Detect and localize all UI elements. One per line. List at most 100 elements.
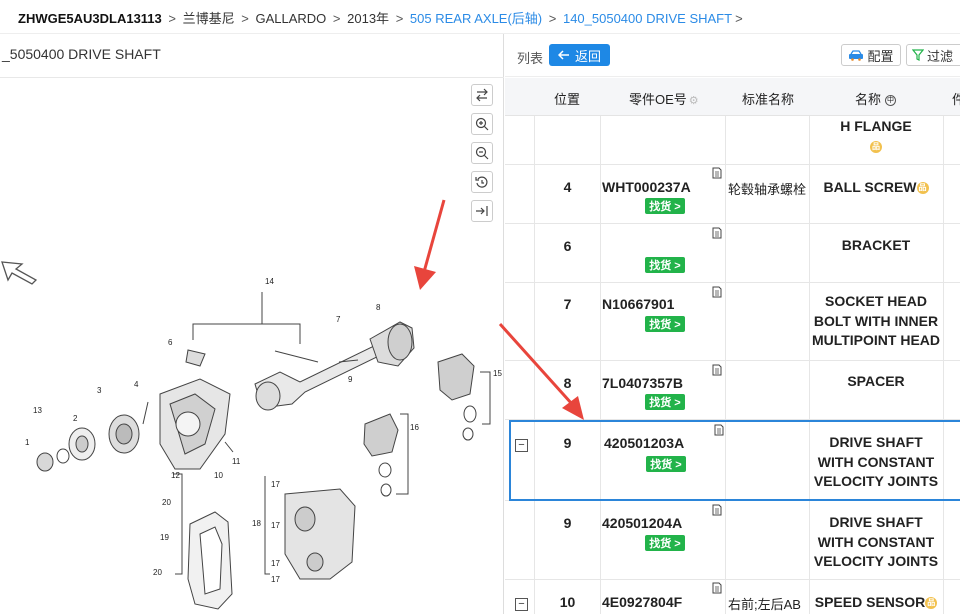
part-name: DRIVE SHAFT WITH CONSTANT VELOCITY JOINT… — [813, 514, 939, 569]
table-row[interactable]: 7 N10667901 找货 > SOCKET HEAD BOLT WITH I… — [505, 283, 960, 361]
collapse-row-button[interactable]: − — [515, 598, 528, 611]
filter-button-label: 过滤 — [927, 48, 954, 64]
callout-12[interactable]: 12 — [171, 471, 180, 480]
callout-16[interactable]: 16 — [410, 423, 419, 432]
breadcrumb-separator: > — [241, 11, 249, 26]
callout-20[interactable]: 20 — [153, 568, 162, 577]
callout-4[interactable]: 4 — [134, 380, 139, 389]
callout-9[interactable]: 9 — [348, 375, 353, 384]
breadcrumb-subgroup[interactable]: 140_5050400 DRIVE SHAFT — [562, 11, 733, 26]
config-button[interactable]: 配置 — [841, 44, 901, 66]
part-oe-number[interactable]: 420501203A — [604, 435, 685, 451]
callout-17[interactable]: 17 — [271, 521, 280, 530]
table-row[interactable]: 9 420501204A 找货 > DRIVE SHAFT WITH CONST… — [505, 501, 960, 580]
find-goods-button[interactable]: 找货 > — [645, 198, 685, 214]
part-name: DRIVE SHAFT WITH CONSTANT VELOCITY JOINT… — [813, 434, 939, 489]
document-icon[interactable] — [712, 227, 722, 239]
filter-button[interactable]: 过滤 — [906, 44, 960, 66]
part-position: 9 — [563, 515, 572, 531]
column-header-quantity[interactable]: 件 — [952, 92, 960, 107]
callout-17[interactable]: 17 — [271, 575, 280, 584]
settings-icon[interactable]: ⚙ — [688, 95, 699, 107]
callout-18[interactable]: 18 — [252, 519, 261, 528]
callout-11[interactable]: 11 — [232, 457, 241, 466]
column-header-standard-name[interactable]: 标准名称 — [742, 92, 795, 107]
part-name: SOCKET HEAD BOLT WITH INNER MULTIPOINT H… — [811, 293, 941, 348]
table-row[interactable]: 6 找货 > BRACKET — [505, 224, 960, 283]
part-position: 8 — [563, 375, 572, 391]
part-name: SPACER — [847, 373, 905, 389]
part-oe-number[interactable]: N10667901 — [602, 296, 675, 312]
column-header-name[interactable]: 名称中 — [855, 89, 897, 108]
exploded-parts-diagram[interactable]: 14 6 7 8 9 4 3 13 2 1 12 10 11 15 16 17 … — [0, 244, 510, 614]
find-goods-button[interactable]: 找货 > — [645, 394, 685, 410]
table-row-selected[interactable]: − 9 420501203A 找货 > DRIVE SHAFT WITH CON… — [505, 420, 960, 501]
part-position: 10 — [559, 594, 576, 610]
column-header-position[interactable]: 位置 — [554, 92, 581, 107]
column-header-oe-number[interactable]: 零件OE号⚙ — [629, 89, 699, 108]
callout-13[interactable]: 13 — [33, 406, 42, 415]
find-goods-button[interactable]: 找货 > — [646, 456, 686, 472]
find-goods-button[interactable]: 找货 > — [645, 316, 685, 332]
swap-icon[interactable] — [471, 84, 493, 106]
callout-19[interactable]: 19 — [160, 533, 169, 542]
breadcrumb-brand[interactable]: 兰博基尼 — [182, 11, 235, 26]
breadcrumb-separator: > — [395, 11, 404, 26]
column-header-oe-label: 零件OE号 — [629, 92, 687, 107]
coin-icon[interactable]: 品 — [916, 182, 929, 195]
callout-7[interactable]: 7 — [336, 315, 341, 324]
zoom-in-icon[interactable] — [471, 113, 493, 135]
callout-1[interactable]: 1 — [25, 438, 30, 447]
table-row[interactable]: 8 7L0407357B 找货 > SPACER — [505, 361, 960, 420]
part-position: 7 — [563, 296, 572, 312]
document-icon[interactable] — [712, 364, 722, 376]
breadcrumb-vin[interactable]: ZHWGE5AU3DLA13113 — [18, 11, 162, 26]
part-position: 4 — [563, 179, 572, 195]
part-oe-number[interactable]: WHT000237A — [602, 179, 691, 195]
part-oe-number[interactable]: 420501204A — [602, 515, 683, 531]
breadcrumb-separator: > — [735, 11, 743, 26]
breadcrumb-group[interactable]: 505 REAR AXLE(后轴) — [409, 11, 543, 26]
translate-icon[interactable]: 中 — [885, 95, 897, 107]
part-oe-number[interactable]: 7L0407357B — [602, 375, 683, 391]
parts-list-panel: 列表 返回 配置 过滤 位置 零件OE号⚙ 标准名称 名称中 件 H FLANG… — [505, 34, 960, 614]
document-icon[interactable] — [712, 504, 722, 516]
document-icon[interactable] — [712, 167, 722, 179]
callout-8[interactable]: 8 — [376, 303, 381, 312]
callout-20[interactable]: 20 — [162, 498, 171, 507]
back-button[interactable]: 返回 — [549, 44, 610, 66]
callout-10[interactable]: 10 — [214, 471, 223, 480]
callout-14[interactable]: 14 — [265, 277, 274, 286]
breadcrumb-model[interactable]: GALLARDO — [255, 11, 327, 26]
callout-17[interactable]: 17 — [271, 480, 280, 489]
diagram-toolbar — [471, 84, 495, 229]
zoom-out-icon[interactable] — [471, 142, 493, 164]
coin-icon[interactable]: 品 — [925, 597, 938, 610]
pan-arrow-icon — [1, 261, 38, 285]
part-standard-name: 轮毂轴承螺栓 — [728, 182, 807, 197]
reset-icon[interactable] — [471, 171, 493, 193]
collapse-row-button[interactable]: − — [515, 439, 528, 452]
document-icon[interactable] — [712, 286, 722, 298]
callout-17[interactable]: 17 — [271, 559, 280, 568]
coin-icon[interactable]: 品 — [870, 140, 882, 153]
callout-6[interactable]: 6 — [168, 338, 173, 347]
divider — [0, 77, 504, 78]
part-oe-number[interactable]: 4E0927804F — [602, 594, 683, 610]
callout-3[interactable]: 3 — [97, 386, 102, 395]
breadcrumb-separator: > — [168, 11, 176, 26]
breadcrumb-separator: > — [332, 11, 341, 26]
breadcrumb-year[interactable]: 2013年 — [347, 11, 390, 26]
callout-2[interactable]: 2 — [73, 414, 78, 423]
find-goods-button[interactable]: 找货 > — [645, 257, 685, 273]
document-icon[interactable] — [712, 582, 722, 594]
document-icon[interactable] — [714, 424, 724, 436]
collapse-icon[interactable] — [471, 200, 493, 222]
callout-15[interactable]: 15 — [493, 369, 502, 378]
find-goods-button[interactable]: 找货 > — [645, 535, 685, 551]
